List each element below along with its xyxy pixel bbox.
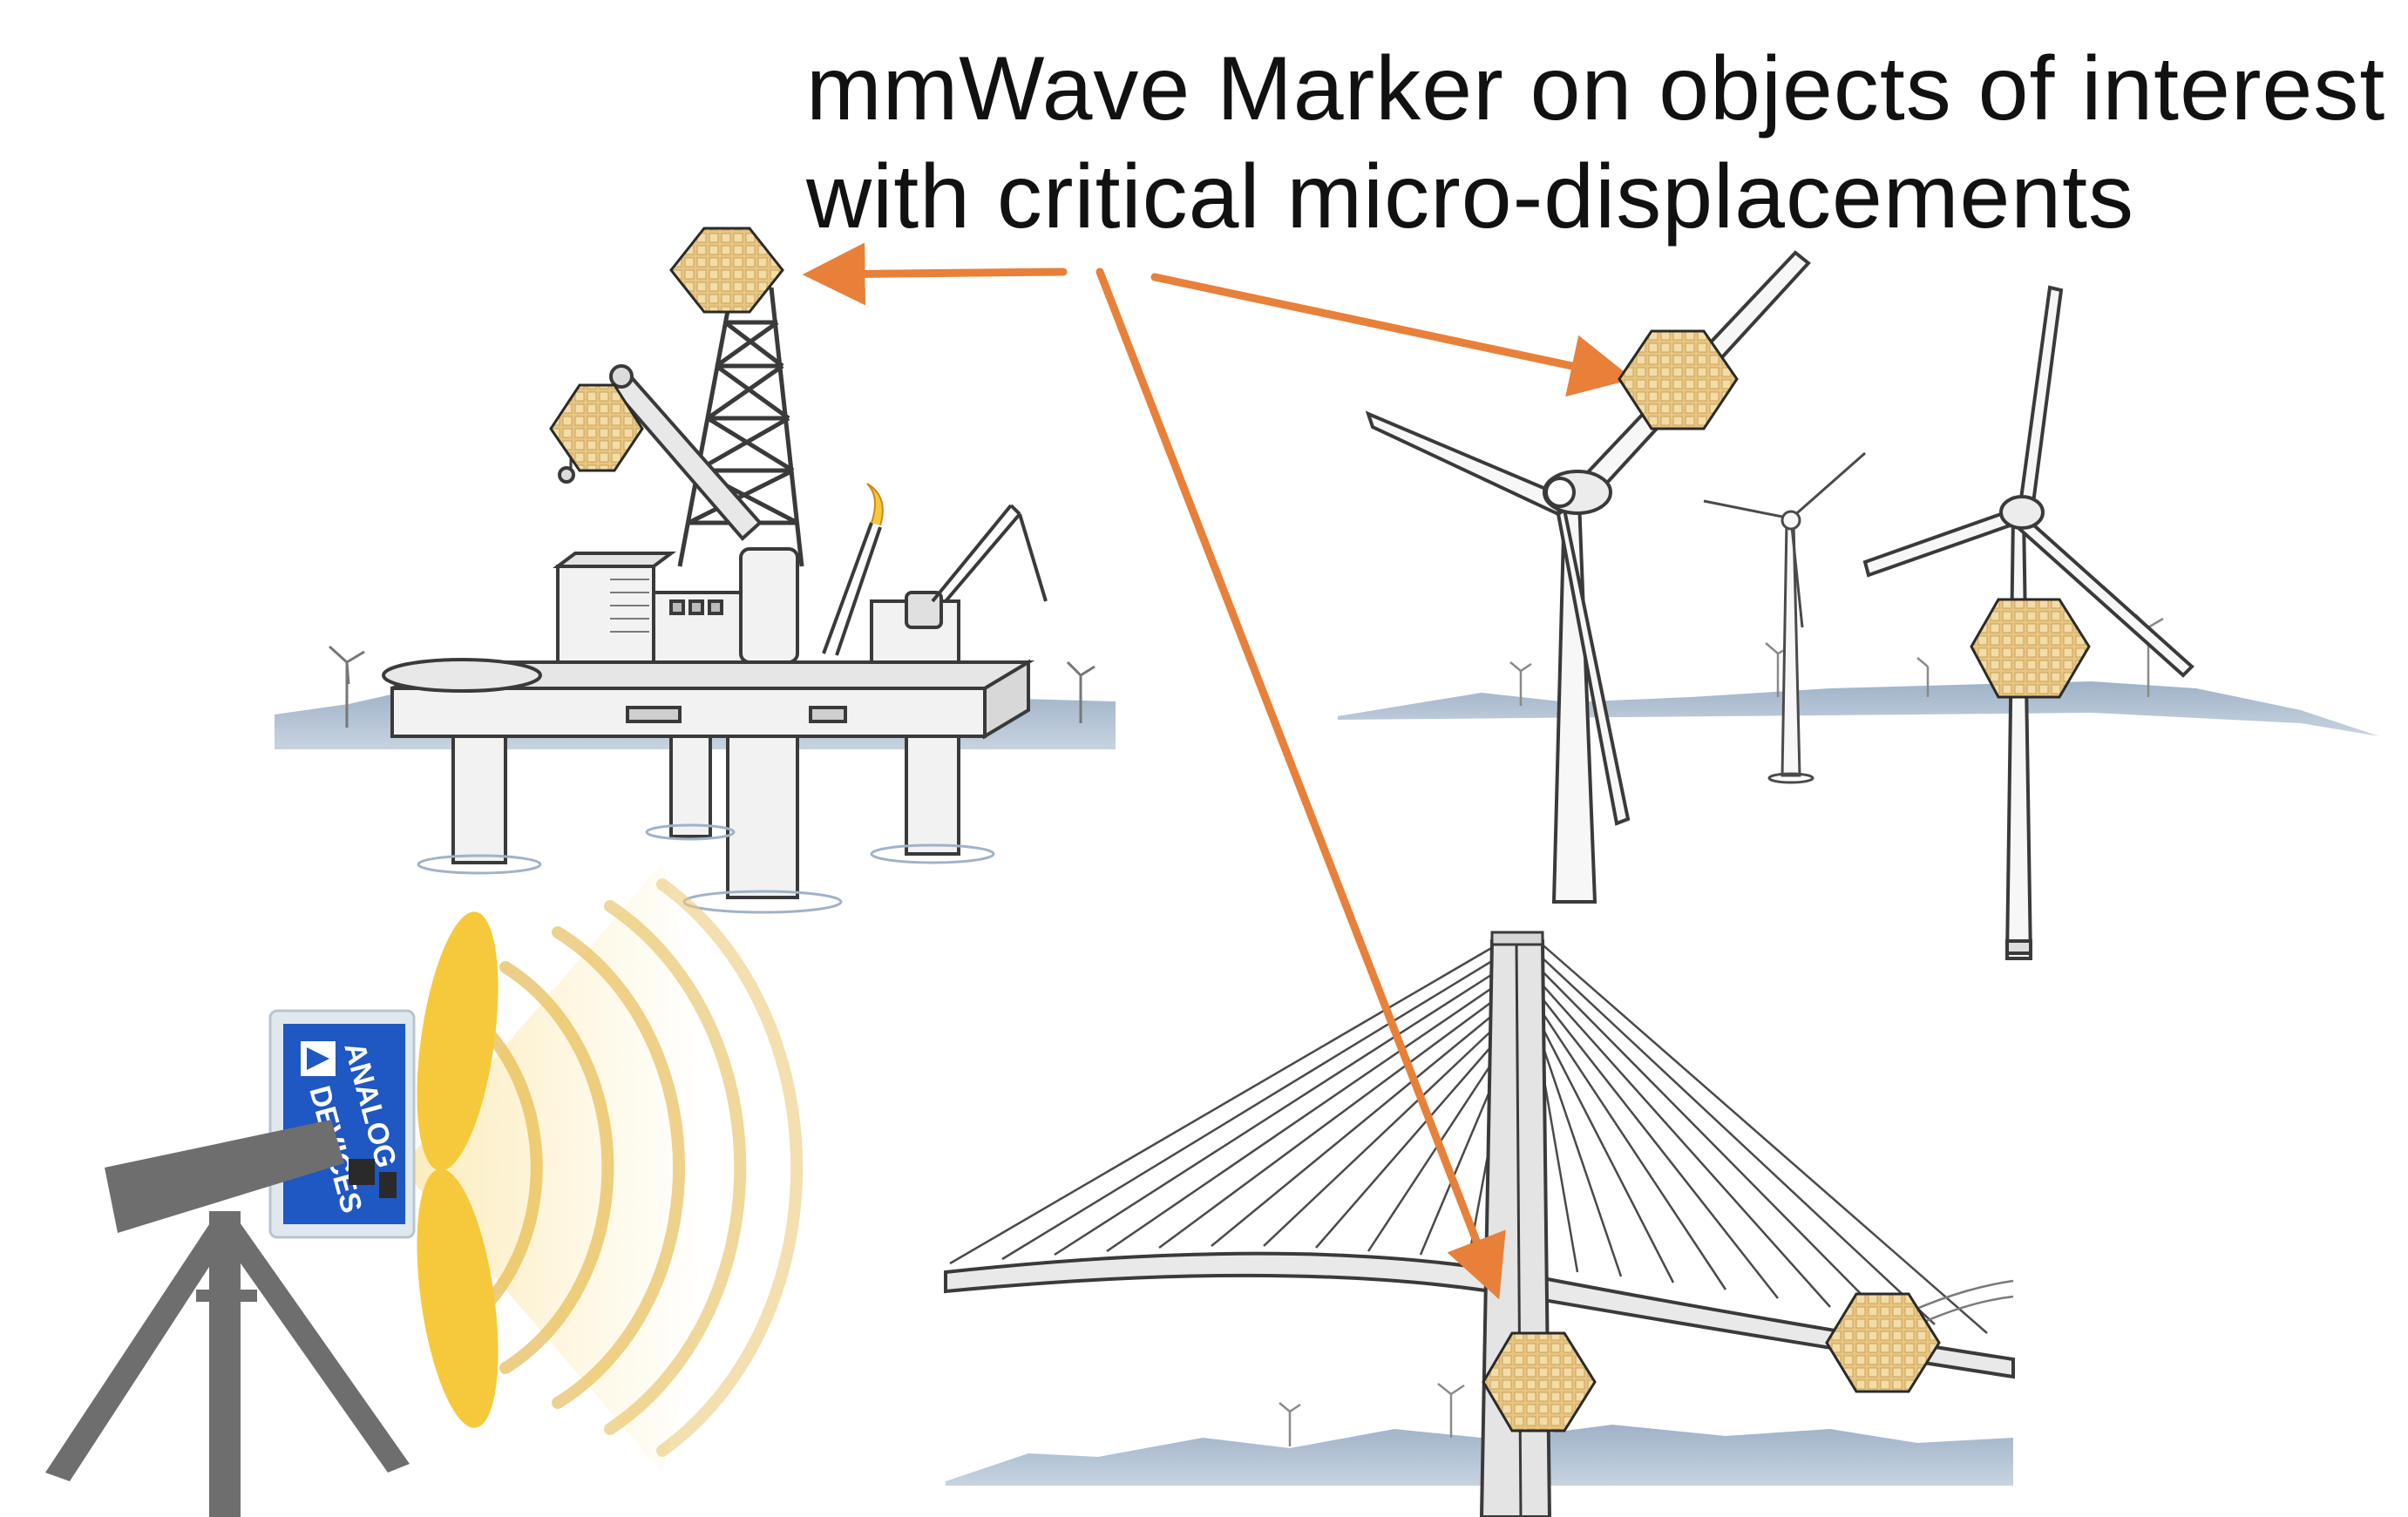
- radar-beam-cone: [401, 863, 706, 1473]
- marker-arrows: [802, 242, 1634, 1300]
- rig-leg-2: [726, 721, 799, 899]
- turbine-blade-left: [1365, 410, 1563, 518]
- diagram-caption: mmWave Marker on objects of interest wit…: [806, 35, 2392, 251]
- marker-hexagon-icon-bridge-pylon: [1482, 1331, 1597, 1432]
- marker-hexagon-icon-turbine-right: [1970, 598, 2091, 699]
- rig-crane-right: [931, 504, 1048, 603]
- cable-stayed-bridge-illustration: [944, 931, 2015, 1517]
- bridge-cables: [949, 939, 1988, 1334]
- wind-turbine-middle: [1703, 451, 1866, 784]
- marker-hexagon-icon-turbine-large: [1618, 329, 1739, 430]
- radar-lobe-top: [417, 911, 499, 1171]
- radar-tripod: [45, 1120, 410, 1517]
- rig-flare-boom: [822, 483, 884, 656]
- radar-sensor-icon: ANALOG DEVICES: [45, 863, 804, 1517]
- turbine-blade-down: [1556, 506, 1631, 826]
- distant-small-turbines: [1509, 613, 2164, 706]
- marker-hexagon-icon-rig-crane: [549, 383, 644, 472]
- rig-building-left: [556, 565, 655, 664]
- arrow-to-bridge: [1095, 268, 1506, 1300]
- arrow-to-wind-turbine: [1150, 273, 1634, 397]
- radar-board: ANALOG DEVICES: [268, 1009, 416, 1239]
- wind-farm-illustration: [1338, 250, 2379, 960]
- caption-line-1: mmWave Marker on objects of interest: [806, 38, 2386, 139]
- rig-deck: [390, 687, 987, 738]
- caption-line-2: with critical micro-displacements: [806, 146, 2135, 247]
- radar-lobe-bottom: [417, 1168, 499, 1428]
- distant-turbines: [328, 645, 1095, 728]
- marker-hexagon-icon-bridge-deck: [1825, 1292, 1941, 1393]
- marker-hexagon-icon-rig-top: [669, 227, 784, 314]
- arrow-to-oil-rig: [802, 242, 1068, 306]
- wind-turbine-large: [1365, 250, 1811, 904]
- bridge-sea: [946, 1425, 2013, 1486]
- rig-helipad: [382, 658, 542, 693]
- oil-rig-illustration: [275, 285, 1116, 914]
- wind-turbine-right: [1862, 285, 2194, 960]
- rig-tank: [739, 547, 799, 664]
- mmwave-markers: [549, 227, 2091, 1432]
- wind-farm-sea: [1338, 681, 2379, 736]
